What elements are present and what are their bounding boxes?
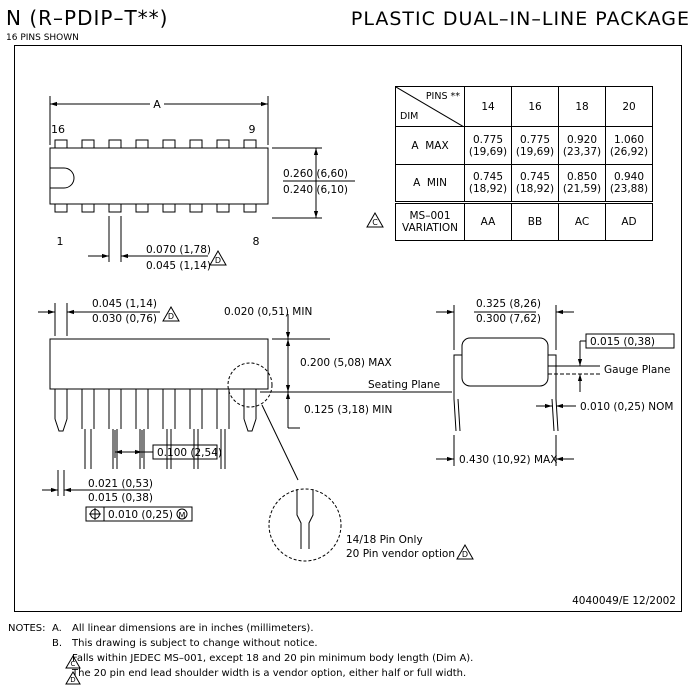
pitch-label: 0.100 (2,54)	[157, 447, 222, 459]
note-text: Falls within JEDEC MS–001, except 18 and…	[72, 653, 474, 664]
side-view	[38, 303, 474, 562]
row-label: MS–001 VARIATION	[395, 202, 465, 241]
standoff-label: 0.020 (0,51) MIN	[224, 306, 312, 318]
seating-plane-label: Seating Plane	[368, 379, 440, 391]
note-c-marker-letter: C	[71, 660, 76, 668]
table-cell: 0.775 (19,69)	[464, 126, 512, 165]
note-d-letter: D	[215, 256, 221, 265]
table-row: A MAX 0.775 (19,69) 0.775 (19,69) 0.920 …	[395, 126, 653, 165]
table-cell: AD	[605, 202, 653, 241]
shoulder-max: 0.045 (1,14)	[92, 298, 157, 310]
table-cell: 0.745 (18,92)	[511, 164, 559, 203]
note-c-triangle	[366, 211, 384, 228]
gauge-offset-label: 0.015 (0,38)	[590, 336, 655, 348]
height-label: 0.200 (5,08) MAX	[300, 357, 392, 369]
col-header: 18	[558, 86, 606, 127]
dim-a-label: A	[153, 98, 161, 111]
tolerance-value: 0.010 (0,25)	[108, 509, 173, 521]
gauge-plane-label: Gauge Plane	[604, 364, 671, 376]
note-mark: C	[52, 651, 72, 666]
table-cell: 0.920 (23,37)	[558, 126, 606, 165]
shoulder-d-letter: D	[168, 312, 174, 321]
shoulder-min: 0.030 (0,76)	[92, 313, 157, 325]
top-view-body	[49, 147, 269, 205]
pitch-min: 0.045 (1,14)	[146, 260, 211, 272]
col-header: 16	[511, 86, 559, 127]
top-leads	[54, 139, 257, 148]
package-name: PLASTIC DUAL–IN–LINE PACKAGE	[350, 8, 690, 30]
tolerance-modifier: M	[179, 511, 186, 520]
col-header: 20	[605, 86, 653, 127]
table-cell: 0.775 (19,69)	[511, 126, 559, 165]
table-pins-header: PINS **	[425, 91, 460, 102]
note-text: This drawing is subject to change withou…	[72, 638, 318, 649]
note-text: The 20 pin end lead shoulder width is a …	[72, 668, 467, 679]
table-cell: 0.940 (23,88)	[605, 164, 653, 203]
note-d-marker	[65, 671, 81, 685]
col-header: 14	[464, 86, 512, 127]
table-row: MS–001 VARIATION AA BB AC AD	[395, 202, 653, 241]
side-view-body	[49, 338, 269, 390]
note-d-marker-letter: D	[70, 676, 75, 684]
lead-length-label: 0.125 (3,18) MIN	[304, 404, 392, 416]
note-c-marker	[65, 655, 81, 669]
pin16-label: 16	[51, 123, 65, 136]
width-min: 0.240 (6,10)	[283, 184, 348, 196]
note-d-triangle	[209, 249, 227, 266]
dimension-table: PINS ** DIM 14 16 18 20 A MAX 0.775 (19,…	[395, 86, 653, 241]
width-max: 0.260 (6,60)	[283, 168, 348, 180]
pin1-notch	[50, 167, 75, 189]
note-c-letter: C	[372, 218, 378, 227]
row-spacing-min: 0.300 (7,62)	[476, 313, 541, 325]
table-cell: BB	[511, 202, 559, 241]
note-mark: A.	[52, 623, 62, 634]
note-mark: B.	[52, 638, 63, 649]
row-label: A MIN	[395, 164, 465, 203]
pin9-label: 9	[249, 123, 256, 136]
lead-width-max: 0.021 (0,53)	[88, 478, 153, 490]
lead-thickness-label: 0.010 (0,25) NOM	[580, 401, 674, 413]
table-cell: 0.745 (18,92)	[464, 164, 512, 203]
table-corner-cell: PINS ** DIM	[395, 86, 465, 127]
tolerance-frame	[85, 506, 193, 522]
row-spacing-max: 0.325 (8,26)	[476, 298, 541, 310]
row-label: A MAX	[395, 126, 465, 165]
package-title: N (R–PDIP–T**)	[6, 6, 169, 30]
document-id: 4040049/E 12/2002	[572, 595, 676, 607]
notes-title: NOTES:	[8, 623, 46, 634]
pin8-label: 8	[253, 235, 260, 248]
notes-section: NOTES: A. All linear dimensions are in i…	[8, 621, 473, 681]
end-view-body	[461, 337, 549, 387]
pins-shown-note: 16 PINS SHOWN	[6, 33, 79, 43]
bottom-leads	[54, 204, 257, 213]
pin1-label: 1	[57, 235, 64, 248]
table-row: A MIN 0.745 (18,92) 0.745 (18,92) 0.850 …	[395, 164, 653, 203]
pitch-max: 0.070 (1,78)	[146, 244, 211, 256]
top-view	[49, 96, 384, 266]
note-text: All linear dimensions are in inches (mil…	[72, 623, 314, 634]
table-cell: AA	[464, 202, 512, 241]
detail-view-circle	[268, 488, 342, 562]
table-dim-header: DIM	[400, 111, 419, 122]
detail-note-1: 14/18 Pin Only	[346, 534, 423, 546]
detail-d-letter: D	[462, 550, 468, 559]
lead-width-min: 0.015 (0,38)	[88, 492, 153, 504]
table-cell: 1.060 (26,92)	[605, 126, 653, 165]
table-cell: 0.850 (21,59)	[558, 164, 606, 203]
span-label: 0.430 (10,92) MAX	[459, 454, 557, 466]
note-mark: D	[52, 666, 72, 681]
detail-callout-circle	[227, 362, 273, 408]
end-view	[436, 305, 675, 466]
table-cell: AC	[558, 202, 606, 241]
detail-note-2: 20 Pin vendor option	[346, 548, 455, 560]
drawing-frame	[14, 45, 682, 612]
